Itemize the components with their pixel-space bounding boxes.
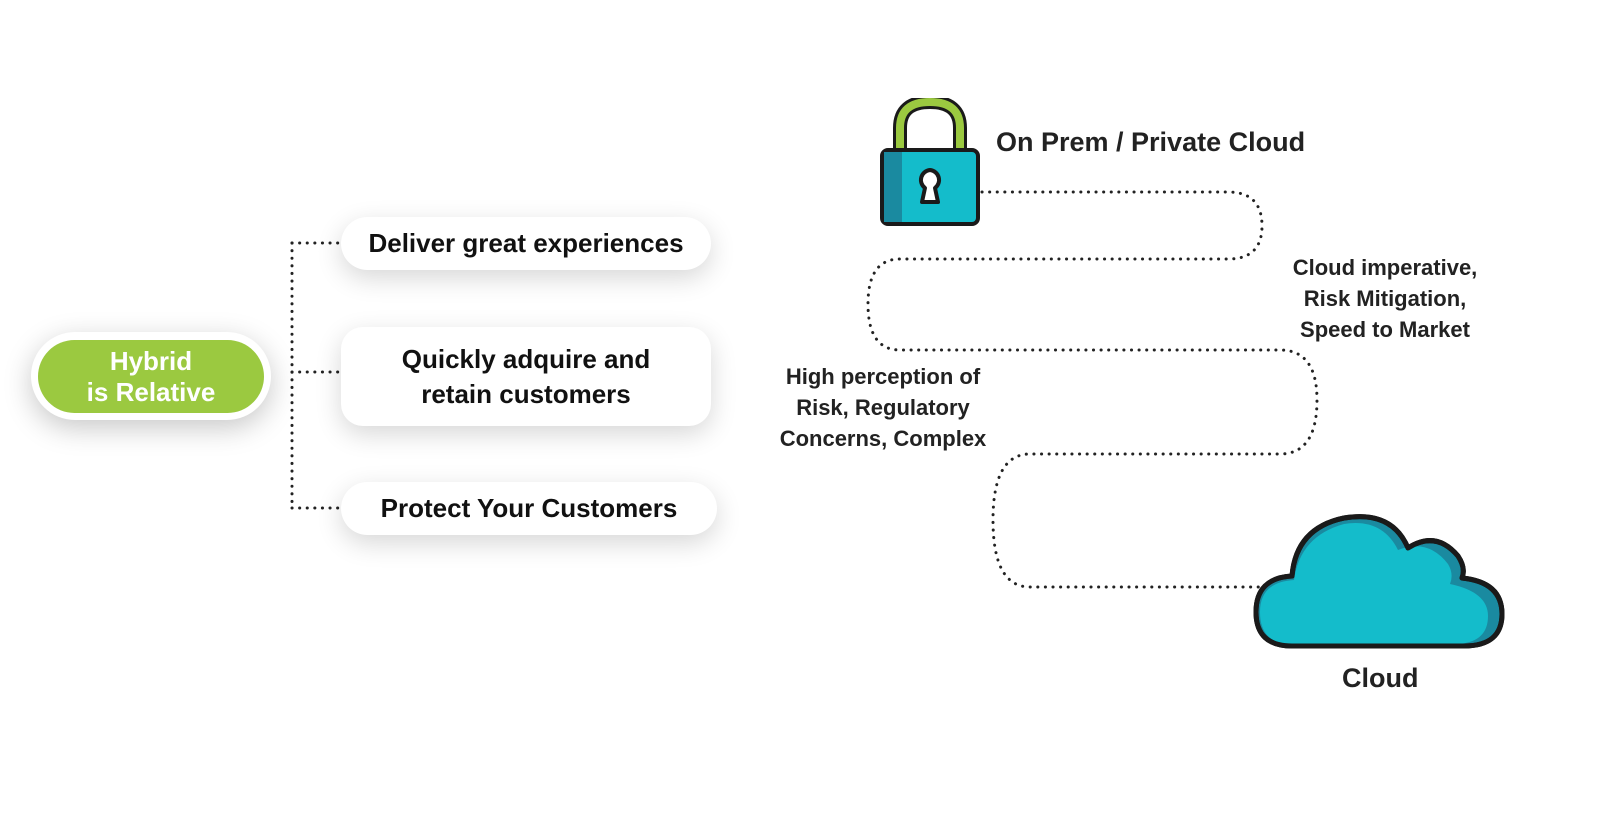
hub-node: Hybrid is Relative xyxy=(38,340,264,413)
left-annotation-line-3: Concerns, Complex xyxy=(779,426,987,451)
goal-label: Protect Your Customers xyxy=(380,493,678,523)
goal-label-line-2: retain customers xyxy=(421,378,631,409)
right-annotation-line-1: Cloud imperative, xyxy=(1292,255,1478,280)
winding-journey-path xyxy=(866,190,1319,589)
right-annotation-line-2: Risk Mitigation, xyxy=(1303,286,1467,311)
left-annotation: High perception of Risk, Regulatory Conc… xyxy=(765,361,1001,454)
right-annotation-line-3: Speed to Market xyxy=(1300,317,1470,342)
left-annotation-line-2: Risk, Regulatory xyxy=(796,395,970,420)
hub-label-line-1: Hybrid xyxy=(109,345,193,376)
left-annotation-line-1: High perception of xyxy=(785,364,981,389)
right-annotation: Cloud imperative, Risk Mitigation, Speed… xyxy=(1270,252,1500,345)
start-label: On Prem / Private Cloud xyxy=(996,127,1306,157)
cloud-icon xyxy=(1253,514,1505,649)
goal-node-acquire: Quickly adquire and retain customers xyxy=(341,327,711,426)
end-label: Cloud xyxy=(1342,663,1419,693)
goal-label: Deliver great experiences xyxy=(368,228,684,258)
goal-node-deliver: Deliver great experiences xyxy=(341,217,711,270)
hub-label-line-2: is Relative xyxy=(86,376,216,407)
goal-label-line-1: Quickly adquire and xyxy=(401,343,651,374)
padlock-icon xyxy=(880,98,980,226)
goal-node-protect: Protect Your Customers xyxy=(341,482,717,535)
